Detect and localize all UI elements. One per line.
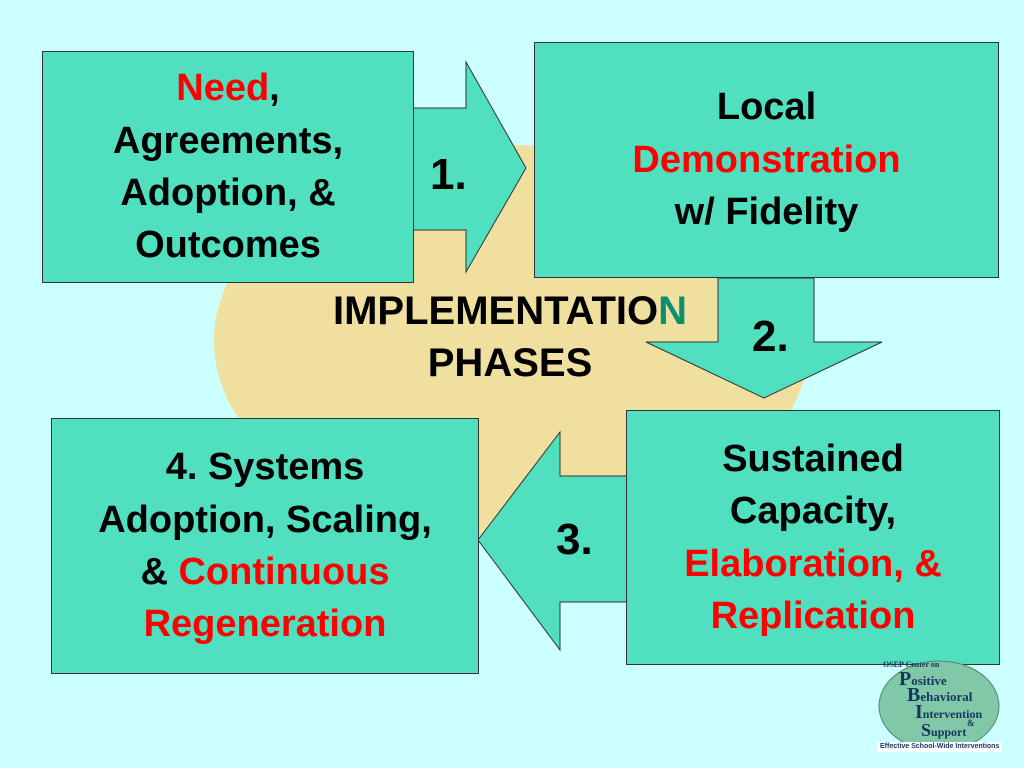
title-line2: PHASES [427,341,593,385]
logo-letter-s: S [921,720,932,740]
box-need-agreements: Need, Agreements, Adoption, & Outcomes [42,51,414,283]
box3-line1: Sustained [722,437,904,480]
box2-line3: w/ Fidelity [674,191,859,234]
box1-line3: Adoption, & [120,172,336,214]
logo-word-support: upport [931,725,967,739]
step-number-3: 3. [556,515,593,564]
implementation-phases-title: IMPLEMENTATION PHASES [270,285,750,389]
box3-line3: Elaboration, & [684,542,942,585]
logo-bottom-text: Effective School-Wide Interventions [880,743,1000,750]
box1-line2: Agreements, [112,119,344,162]
logo-ampersand: & [967,718,975,728]
title-line1: IMPLEMENTATION [270,285,750,337]
arrow-3 [477,430,629,652]
pbis-logo: OSEP Center on Positive Behavioral Inter… [877,660,1001,752]
box-local-demonstration: Local Demonstration w/ Fidelity [534,42,999,278]
logo-line-s: Support [921,720,966,741]
logo-letter-p: P [899,668,912,690]
logo-top-text: OSEP Center on [883,660,940,669]
logo-word-behavioral: ehavioral [920,689,973,704]
box4-line1: 4. Systems [165,446,365,489]
logo-letter-b: B [907,684,921,706]
box2-line1: Local [716,86,817,129]
box4-line3: & Continuous [140,546,389,598]
box4-line3-red: Continuous [178,551,390,593]
logo-word-positive: ositive [911,673,947,688]
logo-word-intervention: ntervention [922,707,983,721]
logo-letter-i: I [915,701,923,723]
step-number-2: 2. [752,312,789,361]
logo-line-p: Positive [899,668,947,691]
box3-line4: Replication [710,594,916,637]
box3-line2: Capacity, [729,490,897,533]
logo-line-i: Intervention [915,701,982,724]
pbis-logo-graphic [877,660,1001,752]
box4-line2: Adoption, Scaling, [98,498,432,541]
box4-line3-prefix: & [140,551,179,593]
box1-line4: Outcomes [135,224,321,267]
need-suffix: , [269,67,280,110]
arrow-2 [645,277,883,399]
box4-line4: Regeneration [143,603,387,646]
title-line1-last: N [658,289,688,333]
box2-line2: Demonstration [632,138,901,181]
box-systems-adoption: 4. Systems Adoption, Scaling, & Continuo… [51,418,479,674]
title-line1-main: IMPLEMENTATIO [332,289,659,333]
step-number-1: 1. [430,150,467,199]
arrow-1 [411,60,527,274]
logo-line-b: Behavioral [907,684,972,707]
box-sustained-capacity: Sustained Capacity, Elaboration, & Repli… [626,410,1000,665]
box1-line1: Need, [176,62,279,114]
need-text: Need [176,67,270,110]
